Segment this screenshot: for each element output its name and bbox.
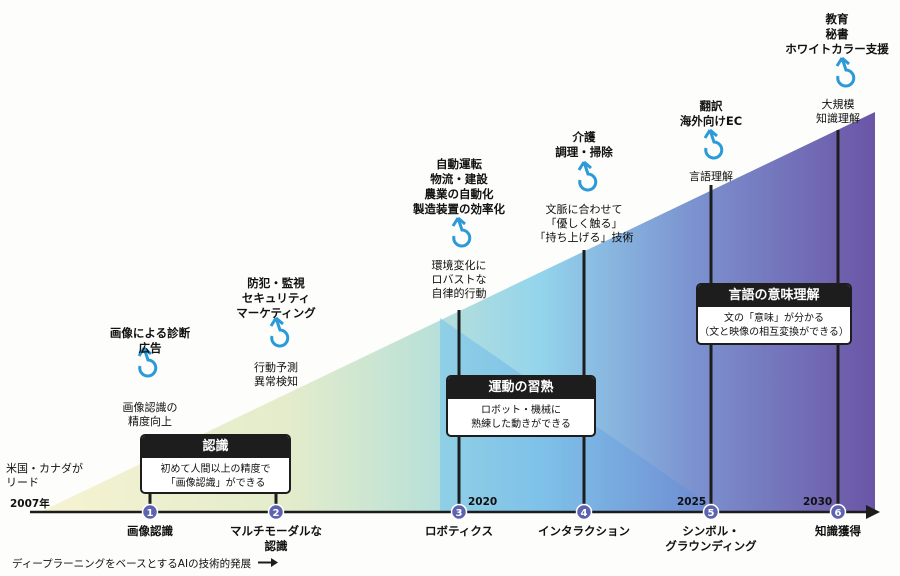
milestone-number-2: 2 [273,508,280,519]
milestone-label-4: インタラクション [538,524,630,538]
year-2030: 2030 [803,496,833,508]
year-2025: 2025 [677,496,707,508]
phase-box-recognition: 認識 初めて人間以上の精度で 「画像認識」ができる [140,434,291,494]
phase-body: 初めて人間以上の精度で 「画像認識」ができる [160,464,271,489]
milestone-circle-4 [575,503,593,521]
phase-title: 認識 [142,436,289,458]
circular-arrow-icon [451,216,472,248]
milestone-label-2: マルチモーダルな 認識 [230,524,322,553]
milestone-number-5: 5 [708,508,715,519]
capability-3: 環境変化に ロバストな 自律的行動 [431,259,487,300]
start-year: 2007年 [10,498,50,510]
right-arrow-icon [258,558,279,570]
milestone-number-6: 6 [835,508,842,519]
milestone-number-4: 4 [581,508,588,519]
milestone-label-6: 知識獲得 [815,524,861,538]
milestone-circle-3 [450,503,468,521]
capability-6: 大規模 知識理解 [816,98,860,125]
milestone-number-3: 3 [456,508,463,519]
phase-box-motion-skill: 運動の習熟 ロボット・機械に 熟練した動きができる [446,375,596,437]
axis-arrowhead [866,505,880,519]
applications-4: 介護 調理・掃除 [555,130,613,159]
circular-arrow-icon [137,346,158,378]
phase-title: 言語の意味理解 [698,285,850,307]
capability-1: 画像認識の 精度向上 [122,401,178,428]
circular-arrow-icon [269,316,290,348]
milestone-label-3: ロボティクス [425,524,493,538]
capability-4: 文脈に合わせて 「優しく触る」 「持ち上げる」技術 [534,203,634,244]
capability-5: 言語理解 [689,170,733,183]
milestone-circle-5 [702,503,720,521]
circular-arrow-icon [835,56,856,88]
milestone-label-5: シンボル・ グラウンディング [665,524,757,553]
applications-3: 自動運転 物流・建設 農業の自動化 製造装置の効率化 [413,157,505,216]
applications-6: 教育 秘書 ホワイトカラー支援 [785,12,889,56]
applications-2: 防犯・監視 セキュリティ マーケティング [236,276,316,320]
milestone-markers: 1 2 3 4 5 6 [141,503,847,521]
circular-arrow-icon [703,128,724,160]
circular-arrow-icon [577,160,598,192]
milestone-circle-6 [829,503,847,521]
phase-body: ロボット・機械に 熟練した動きができる [471,405,571,430]
capability-2: 行動予測 異常検知 [254,361,298,388]
milestone-number-1: 1 [147,508,154,519]
progress-arrow-icons [137,56,856,378]
axis-caption: ディープラーニングをベースとするAIの技術的発展 [12,556,279,571]
phase-box-language-meaning: 言語の意味理解 文の「意味」が分かる （文と映像の相互変換ができる） [696,283,852,345]
phase-title: 運動の習熟 [448,377,594,399]
phase-body: 文の「意味」が分かる （文と映像の相互変換ができる） [699,313,849,338]
applications-1: 画像による診断 広告 [109,326,191,355]
milestone-circle-2 [267,503,285,521]
region-note: 米国・カナダが リード [6,462,83,489]
milestone-label-1: 画像認識 [127,524,173,538]
applications-5: 翻訳 海外向けEC [679,99,743,128]
milestone-circle-1 [141,503,159,521]
year-2020: 2020 [468,496,498,508]
